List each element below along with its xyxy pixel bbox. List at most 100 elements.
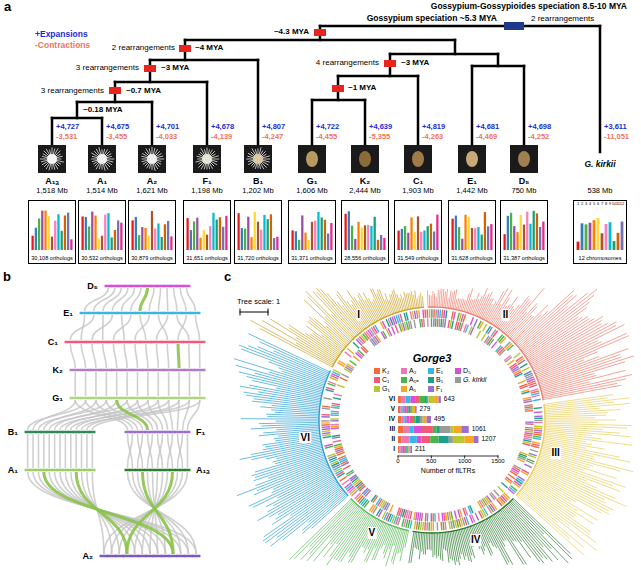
tree-tip bbox=[255, 452, 323, 472]
chromosome-bar bbox=[267, 219, 269, 250]
flLTR-tick bbox=[402, 519, 404, 526]
chromosome-segment bbox=[80, 469, 84, 472]
chromosome-bar bbox=[324, 220, 326, 250]
chromosome-bar bbox=[54, 221, 56, 250]
tree-branch bbox=[311, 100, 314, 145]
flLTR-tick bbox=[406, 313, 408, 320]
label-text: A₁ₐ bbox=[45, 176, 59, 186]
tree-branch bbox=[471, 66, 474, 145]
tree-tip bbox=[525, 484, 573, 517]
chromosome-bar bbox=[98, 238, 100, 250]
chromosome-segment bbox=[154, 397, 163, 400]
synteny-ribbon bbox=[116, 372, 118, 396]
label-text: a bbox=[4, 0, 11, 15]
tree-branch bbox=[257, 60, 260, 145]
label-text: A₁ₐ bbox=[195, 465, 211, 475]
flLTR-tick bbox=[339, 456, 345, 459]
chromosome-bar bbox=[451, 219, 453, 250]
flLTR-tick bbox=[524, 438, 531, 439]
flLTR-tick bbox=[350, 475, 356, 479]
synteny-ribbon bbox=[122, 288, 135, 311]
tree-tip bbox=[290, 499, 351, 559]
flLTR-tick bbox=[522, 392, 529, 394]
chromosome-bar bbox=[85, 217, 87, 250]
tree-tip bbox=[268, 417, 319, 418]
flLTR-tick bbox=[461, 519, 463, 526]
legend-text: C₁ bbox=[382, 376, 389, 383]
tree-tip bbox=[545, 408, 599, 412]
tree-tip bbox=[326, 317, 351, 341]
chromosome-bar bbox=[164, 224, 166, 250]
flLTR-tick bbox=[438, 514, 440, 521]
bar-segment bbox=[440, 426, 451, 433]
tree-branch bbox=[51, 118, 54, 145]
legend-entry: K₂ bbox=[374, 367, 389, 375]
flLTR-tick bbox=[452, 321, 453, 328]
seed bbox=[147, 154, 157, 164]
flLTR-tick bbox=[457, 313, 459, 320]
chromosome-segment bbox=[71, 369, 80, 372]
chromosome-segment bbox=[170, 555, 176, 558]
chromosome-bar bbox=[383, 238, 385, 250]
synteny-ribbon bbox=[188, 400, 200, 430]
chromosome-bar bbox=[348, 211, 350, 250]
synteny-ribbon bbox=[128, 434, 133, 468]
tree-tip bbox=[447, 532, 451, 558]
chromosome-segment bbox=[136, 431, 139, 434]
tree-tip bbox=[458, 530, 465, 559]
chromosome-segment bbox=[132, 285, 137, 288]
tree-tip bbox=[533, 325, 624, 370]
chromosome-bar bbox=[144, 228, 146, 250]
synteny-ribbon bbox=[195, 315, 199, 340]
synteny-ribbon bbox=[95, 372, 97, 396]
synteny-ribbon bbox=[187, 434, 189, 468]
tree-tip bbox=[418, 299, 419, 308]
chromosome-segment bbox=[155, 312, 163, 315]
chromosome-bar bbox=[291, 230, 293, 250]
bar-segment bbox=[413, 416, 416, 423]
flLTR-tick bbox=[431, 319, 432, 326]
flLTR-tick bbox=[370, 505, 374, 511]
chromosome-segment bbox=[186, 469, 189, 472]
flLTR-tick bbox=[452, 312, 453, 319]
ortholog-box: 12 chromosomes bbox=[573, 200, 627, 264]
tree-branch bbox=[338, 75, 418, 78]
label-text: 1061 bbox=[472, 425, 486, 432]
flLTR-tick bbox=[441, 311, 443, 318]
chromosome-bar bbox=[423, 230, 425, 250]
tree-tip bbox=[427, 291, 429, 307]
tree-tip bbox=[486, 519, 509, 561]
flLTR-tick bbox=[322, 422, 329, 424]
label-text: -4,252 bbox=[528, 133, 549, 142]
chromosome-segment bbox=[112, 397, 121, 400]
chromosome-bar bbox=[407, 233, 409, 250]
chromosome-segment bbox=[163, 341, 172, 344]
tree-tip bbox=[321, 289, 359, 334]
synteny-ribbon bbox=[158, 434, 163, 468]
flLTR-tick bbox=[323, 432, 330, 434]
chromosome-segment bbox=[164, 369, 173, 372]
tree-tip bbox=[415, 291, 417, 308]
chromosome-bar bbox=[31, 236, 33, 250]
bar-segment bbox=[422, 426, 433, 433]
tree-branch bbox=[101, 118, 104, 145]
flLTR-tick bbox=[421, 320, 423, 327]
tree-scale-bar bbox=[240, 312, 268, 313]
synteny-ribbon bbox=[158, 434, 163, 468]
chromosome-segment bbox=[152, 285, 157, 288]
legend-swatch bbox=[455, 368, 461, 374]
flLTR-tick bbox=[395, 326, 398, 333]
tree-tip bbox=[431, 296, 432, 307]
chromosome-bar bbox=[219, 217, 221, 250]
flLTR-tick bbox=[323, 430, 330, 432]
flLTR-tick bbox=[406, 520, 408, 527]
tree-tip bbox=[418, 532, 420, 549]
flLTR-tick bbox=[508, 360, 514, 364]
synteny-ribbon bbox=[85, 372, 87, 396]
chromosome-bar bbox=[458, 227, 460, 250]
flLTR-tick bbox=[450, 321, 451, 328]
synteny-ribbon bbox=[32, 434, 34, 468]
tree-branch bbox=[497, 54, 500, 66]
chromosome-bar bbox=[351, 226, 353, 250]
chromosome-segment bbox=[166, 469, 169, 472]
